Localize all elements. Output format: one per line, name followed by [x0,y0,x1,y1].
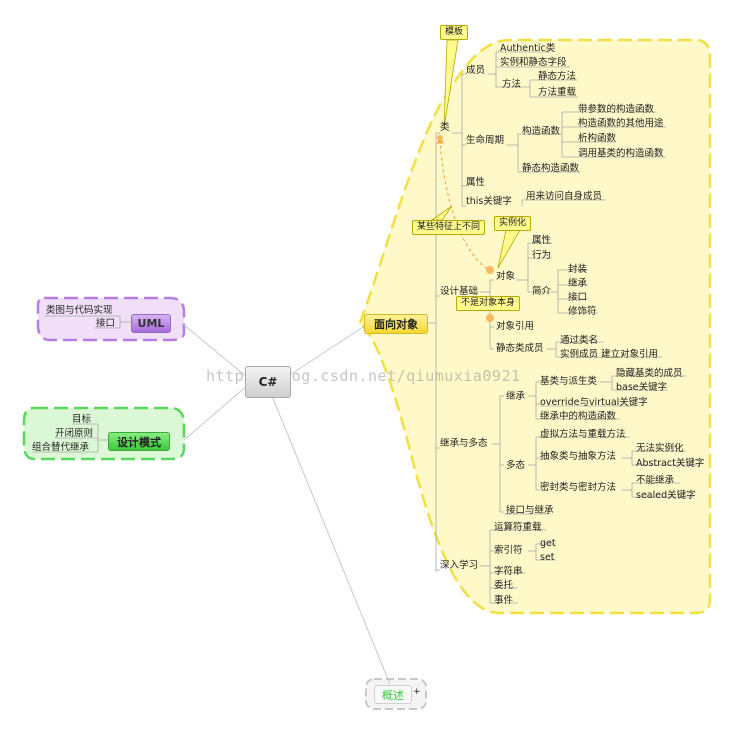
behavior-node[interactable]: 行为 [532,250,552,261]
callout-instantiate: 实例化 [494,216,532,231]
get-node[interactable]: get [540,538,556,549]
sealed-node[interactable]: 密封类与密封方法 [540,482,617,493]
overload-node[interactable]: 方法重载 [538,87,577,98]
modifier-node[interactable]: 修饰符 [568,306,597,317]
param-ctor-node[interactable]: 带参数的构造函数 [578,104,655,115]
base-ctor-node[interactable]: 调用基类的构造函数 [578,148,664,159]
static-ctor-node[interactable]: 静态构造函数 [522,163,580,174]
polymorphism-node[interactable]: 多态 [506,460,526,471]
intro-node[interactable]: 简介 [532,286,552,297]
cannot-inherit-node[interactable]: 不能继承 [636,475,675,486]
callout-differ: 某些特征上不同 [412,220,486,235]
uml-node[interactable]: UML [131,314,171,333]
patterns-item-goal[interactable]: 目标 [72,414,92,425]
relation-arrow [436,136,493,273]
inherit-ctor-node[interactable]: 继承中的构造函数 [540,411,617,422]
callout-not-self: 不是对象本身 [456,296,521,311]
property-node[interactable]: 属性 [466,177,486,188]
delegate-node[interactable]: 委托 [494,580,514,591]
virtual-overload-node[interactable]: 虚拟方法与重载方法 [540,429,626,440]
string-node[interactable]: 字符串 [494,566,523,577]
oop-group-area [358,38,712,615]
deep-learning-node[interactable]: 深入学习 [440,560,479,571]
operator-overload-node[interactable]: 运算符重载 [494,522,542,533]
class-node[interactable]: 类 [440,122,450,133]
design-basics-node[interactable]: 设计基础 [440,286,479,297]
inheritance-node[interactable]: 继承 [506,391,526,402]
iface-inherit-node[interactable]: 接口与继承 [506,505,554,516]
encap-node[interactable]: 封装 [568,264,588,275]
oop-node[interactable]: 面向对象 [364,314,428,334]
static-member-node[interactable]: 静态类成员 [496,343,544,354]
base-derived-node[interactable]: 基类与派生类 [540,376,598,387]
interface-node[interactable]: 接口 [568,292,588,303]
no-instantiate-node[interactable]: 无法实例化 [636,443,684,454]
this-keyword-node[interactable]: this关键字 [466,196,512,207]
sealed-keyword-node[interactable]: sealed关键字 [636,490,696,501]
uml-item-class-diagram[interactable]: 类图与代码实现 [46,305,113,316]
other-ctor-node[interactable]: 构造函数的其他用途 [578,118,664,129]
overview-node[interactable]: 概述 [374,685,412,704]
by-class-name-node[interactable]: 通过类名 [560,335,599,346]
set-node[interactable]: set [540,552,555,563]
attr-node[interactable]: 属性 [532,235,552,246]
patterns-node[interactable]: 设计模式 [108,432,170,451]
object-ref-node[interactable]: 对象引用 [496,321,535,332]
patterns-item-composition[interactable]: 组合替代继承 [32,442,90,453]
authentic-class[interactable]: Authentic类 [500,43,556,54]
this-desc-node[interactable]: 用来访问自身成员 [526,191,603,202]
object-node[interactable]: 对象 [496,271,516,282]
overview-expand-toggle[interactable]: + [413,687,421,697]
by-instance-node[interactable]: 实例成员 建立对象引用 [560,349,659,360]
callout-template: 模板 [440,25,469,40]
dtor-node[interactable]: 析构函数 [578,133,617,144]
patterns-item-ocp[interactable]: 开闭原则 [55,428,94,439]
abstract-node[interactable]: 抽象类与抽象方法 [540,451,617,462]
members-node[interactable]: 成员 [466,65,486,76]
abstract-keyword-node[interactable]: Abstract关键字 [636,458,705,469]
method-node[interactable]: 方法 [502,79,522,90]
template-callout-pointer [443,39,459,129]
root-node[interactable]: C# [245,366,291,398]
ctor-node[interactable]: 构造函数 [522,126,561,137]
uml-item-interface[interactable]: 接口 [96,318,116,329]
indexer-node[interactable]: 索引符 [494,545,523,556]
event-node[interactable]: 事件 [494,595,514,606]
inherit-node[interactable]: 继承 [568,278,588,289]
static-method-node[interactable]: 静态方法 [538,71,577,82]
override-node[interactable]: override与virtual关键字 [540,397,648,408]
inherit-poly-node[interactable]: 继承与多态 [440,438,488,449]
lifecycle-node[interactable]: 生命周期 [466,135,505,146]
fields-node[interactable]: 实例和静态字段 [500,57,567,68]
hide-members-node[interactable]: 隐藏基类的成员 [616,368,683,379]
base-keyword-node[interactable]: base关键字 [616,382,668,393]
